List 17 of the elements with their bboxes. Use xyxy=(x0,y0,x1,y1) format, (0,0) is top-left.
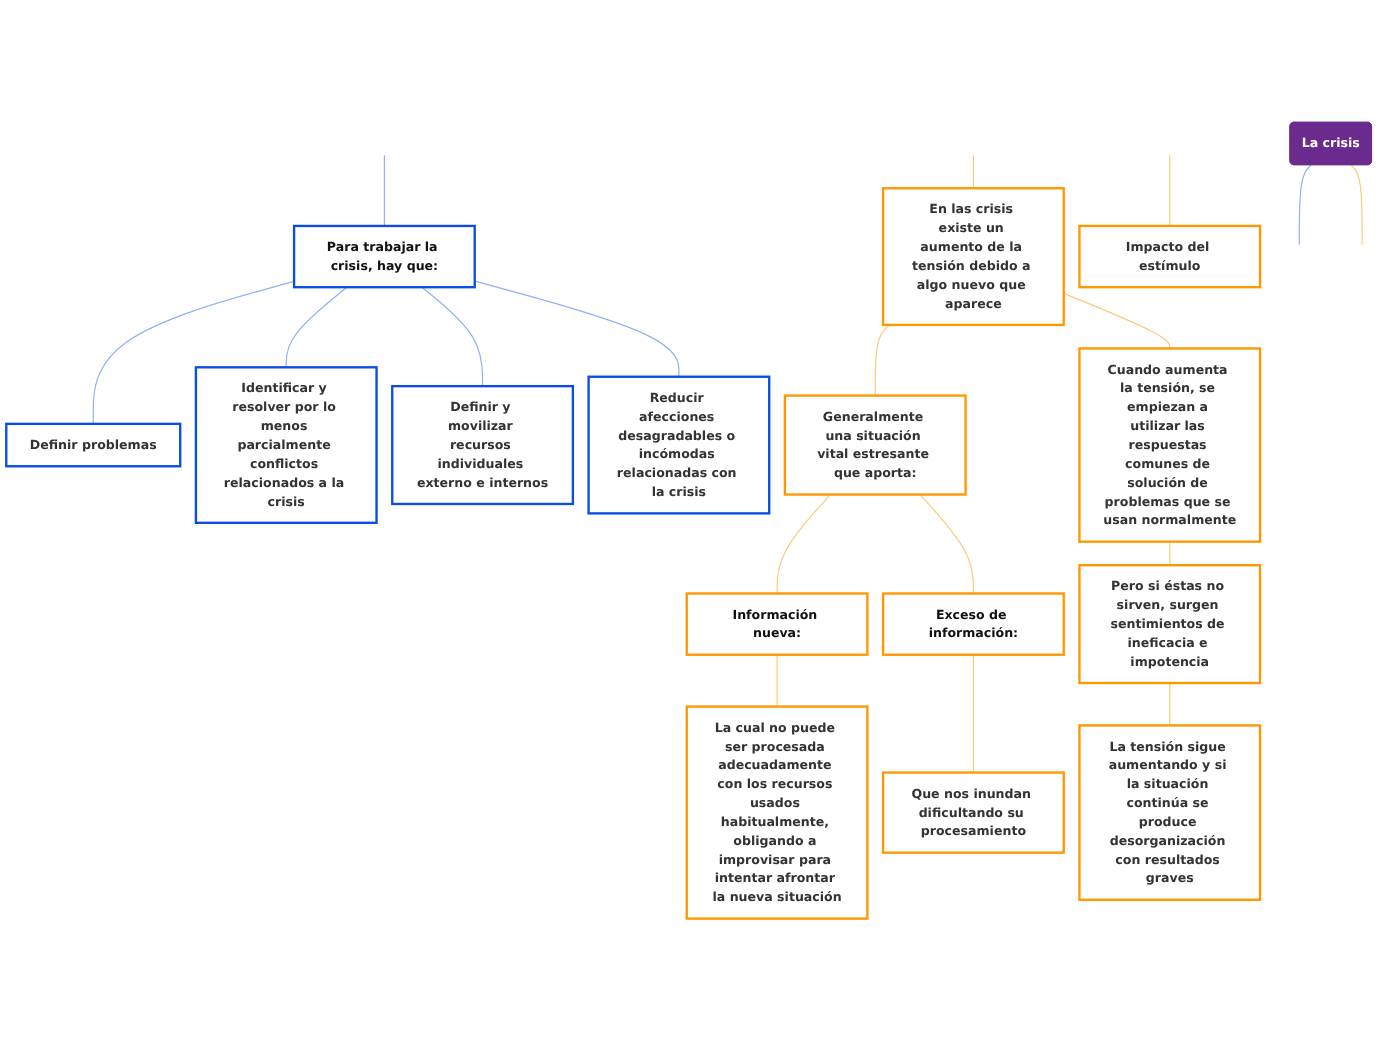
connector xyxy=(474,280,680,377)
connector xyxy=(776,653,778,707)
connector xyxy=(972,154,974,189)
connector xyxy=(919,493,974,594)
connector xyxy=(421,286,484,387)
connector xyxy=(383,154,385,227)
connector xyxy=(92,280,295,424)
connector xyxy=(1169,154,1171,227)
connector xyxy=(874,323,891,396)
connector xyxy=(1063,292,1171,349)
connector xyxy=(1169,681,1171,726)
connector xyxy=(1350,164,1363,245)
connector xyxy=(972,653,974,773)
connector xyxy=(776,493,831,594)
connector xyxy=(285,286,348,368)
connector xyxy=(1298,164,1312,245)
connector xyxy=(1169,540,1171,566)
